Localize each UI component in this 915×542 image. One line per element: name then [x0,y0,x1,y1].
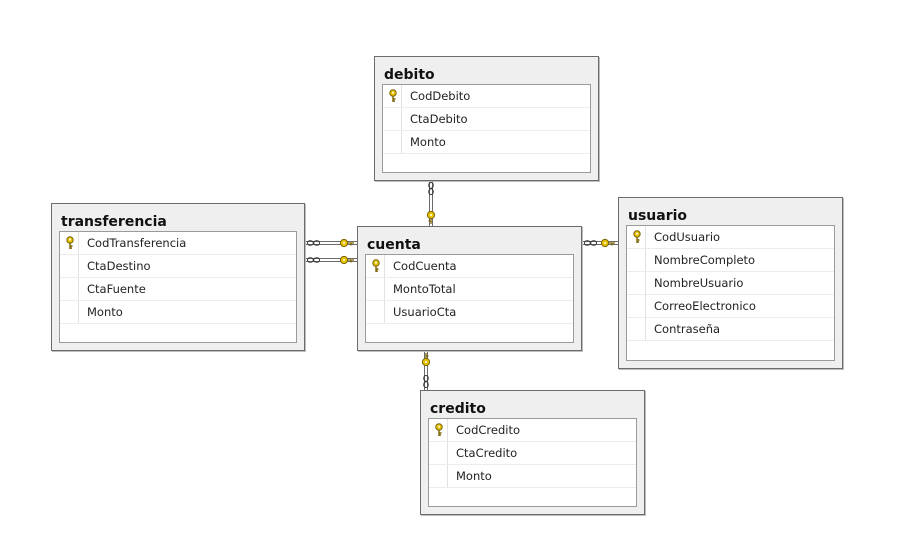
column-name: CodCredito [456,423,520,437]
column-name: CorreoElectronico [654,299,756,313]
column-name: CodTransferencia [87,236,187,250]
row-selector[interactable] [366,255,385,277]
column-row[interactable]: CodTransferencia [60,232,296,255]
column-name: MontoTotal [393,282,456,296]
column-name: UsuarioCta [393,305,457,319]
row-selector[interactable] [60,255,79,277]
column-row[interactable]: CodCredito [429,419,636,442]
relationship-transferencia-cuenta[interactable] [305,238,357,248]
empty-row [429,488,636,506]
column-name: CodDebito [410,89,471,103]
column-row[interactable]: CtaCredito [429,442,636,465]
row-selector[interactable] [60,232,79,254]
column-name: Monto [456,469,492,483]
column-name: NombreUsuario [654,276,744,290]
table-title: transferencia [61,214,167,230]
relationship-credito-cuenta[interactable] [421,351,431,390]
column-row[interactable]: CorreoElectronico [627,295,834,318]
row-selector[interactable] [429,442,448,464]
row-selector[interactable] [383,108,402,130]
column-row[interactable]: Monto [429,465,636,488]
key-icon [66,236,74,249]
relationship-usuario-cuenta[interactable] [582,238,618,248]
column-row[interactable]: UsuarioCta [366,301,573,324]
table-title: cuenta [367,237,421,253]
column-name: CtaDebito [410,112,468,126]
column-row[interactable]: NombreCompleto [627,249,834,272]
column-row[interactable]: CtaFuente [60,278,296,301]
column-row[interactable]: NombreUsuario [627,272,834,295]
column-row[interactable]: CtaDebito [383,108,590,131]
column-row[interactable]: CtaDestino [60,255,296,278]
row-selector[interactable] [627,318,646,340]
row-selector[interactable] [383,85,402,107]
column-name: CtaCredito [456,446,518,460]
column-name: CodUsuario [654,230,721,244]
column-row[interactable]: Monto [60,301,296,324]
empty-row [366,324,573,342]
row-selector[interactable] [383,131,402,153]
empty-row [383,154,590,172]
relationship-transferencia-cuenta[interactable] [305,255,357,265]
row-selector[interactable] [366,301,385,323]
relationship-debito-cuenta[interactable] [426,181,436,226]
column-name: Contraseña [654,322,721,336]
row-selector[interactable] [627,272,646,294]
row-selector[interactable] [429,419,448,441]
column-row[interactable]: CodDebito [383,85,590,108]
column-row[interactable]: Monto [383,131,590,154]
row-selector[interactable] [366,278,385,300]
column-row[interactable]: MontoTotal [366,278,573,301]
column-name: CtaDestino [87,259,151,273]
row-selector[interactable] [627,295,646,317]
column-name: CtaFuente [87,282,146,296]
row-selector[interactable] [429,465,448,487]
key-icon [389,89,397,102]
column-name: CodCuenta [393,259,457,273]
table-title: usuario [628,208,688,224]
row-selector[interactable] [60,278,79,300]
table-title: credito [430,401,486,417]
row-selector[interactable] [627,226,646,248]
key-icon [633,230,641,243]
key-icon [435,423,443,436]
column-name: Monto [410,135,446,149]
column-row[interactable]: CodUsuario [627,226,834,249]
key-icon [372,259,380,272]
column-name: NombreCompleto [654,253,756,267]
row-selector[interactable] [60,301,79,323]
empty-row [60,324,296,342]
column-row[interactable]: Contraseña [627,318,834,341]
table-title: debito [384,67,435,83]
row-selector[interactable] [627,249,646,271]
column-name: Monto [87,305,123,319]
column-row[interactable]: CodCuenta [366,255,573,278]
empty-row [627,341,834,359]
